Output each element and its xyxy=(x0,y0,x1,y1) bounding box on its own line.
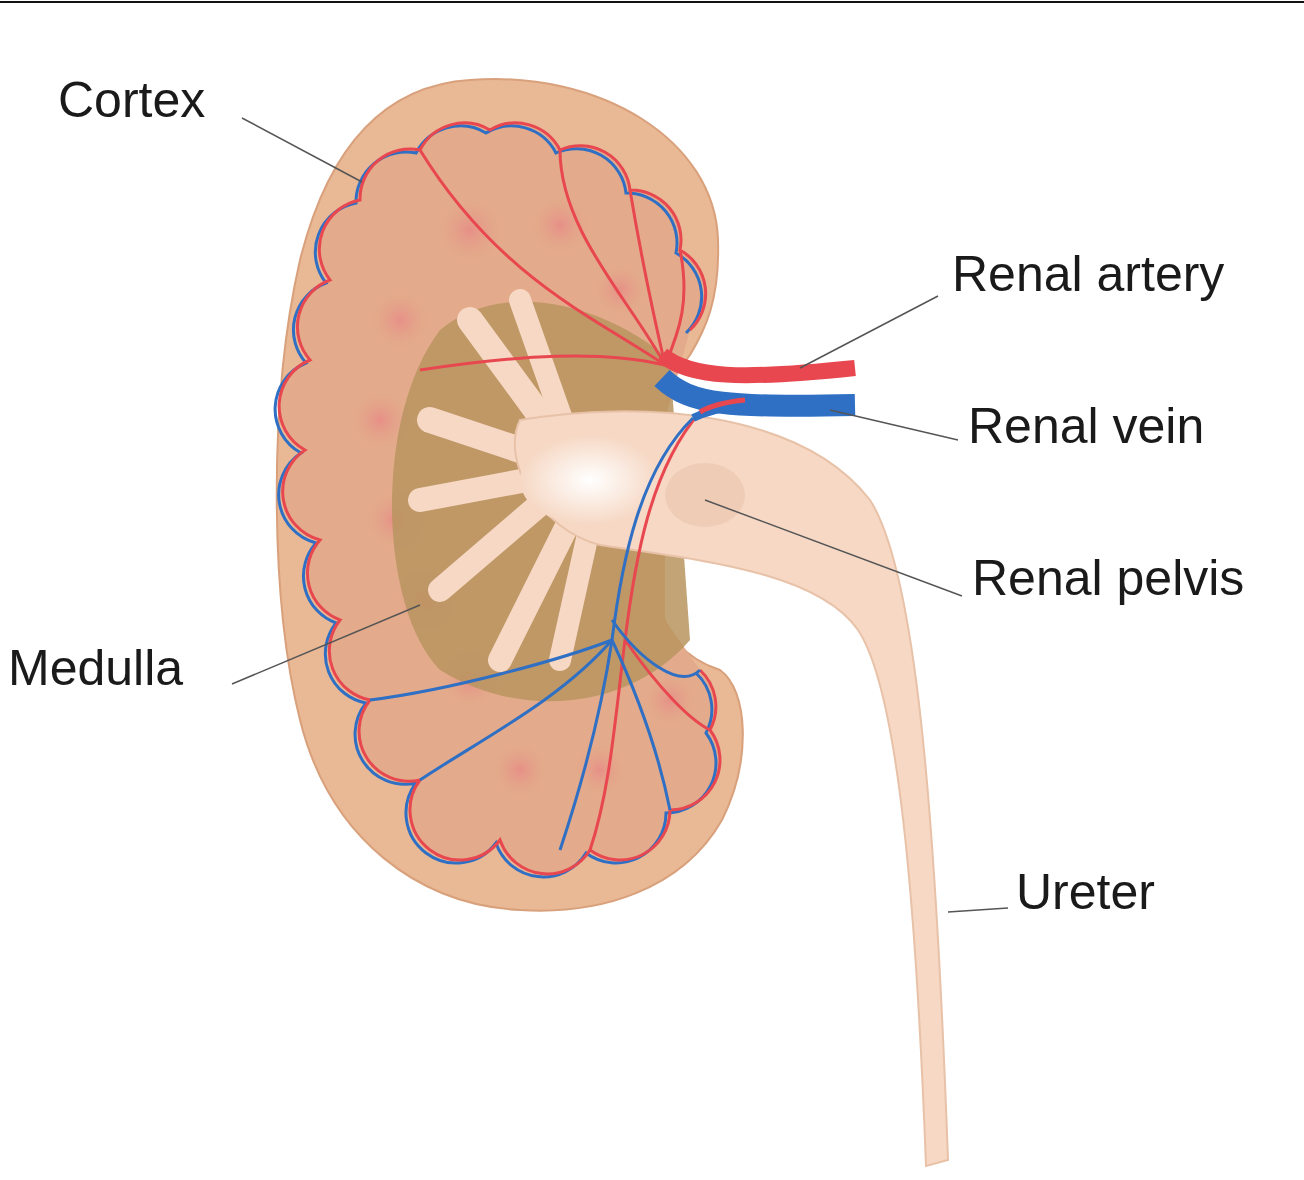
top-rule xyxy=(0,1,1304,3)
medulla-lobes xyxy=(279,123,720,874)
arcuate-artery xyxy=(279,123,720,874)
part-label: Medulla xyxy=(8,640,183,698)
part-label: Renal vein xyxy=(968,398,1204,456)
arcuate-vein xyxy=(275,126,716,877)
renal-pelvis-ureter xyxy=(515,411,948,1166)
leader-lines xyxy=(232,118,1008,912)
renal-artery-vessel xyxy=(662,355,855,375)
pelvis-shadow xyxy=(665,463,745,527)
part-label: Renal artery xyxy=(952,246,1224,304)
interlobar-vessels xyxy=(370,150,710,850)
part-label: Ureter xyxy=(1016,864,1155,922)
part-label: Cortex xyxy=(58,72,205,130)
pyramid-spots xyxy=(346,191,700,802)
artery-branch xyxy=(700,400,745,412)
part-label: Renal pelvis xyxy=(972,550,1244,608)
